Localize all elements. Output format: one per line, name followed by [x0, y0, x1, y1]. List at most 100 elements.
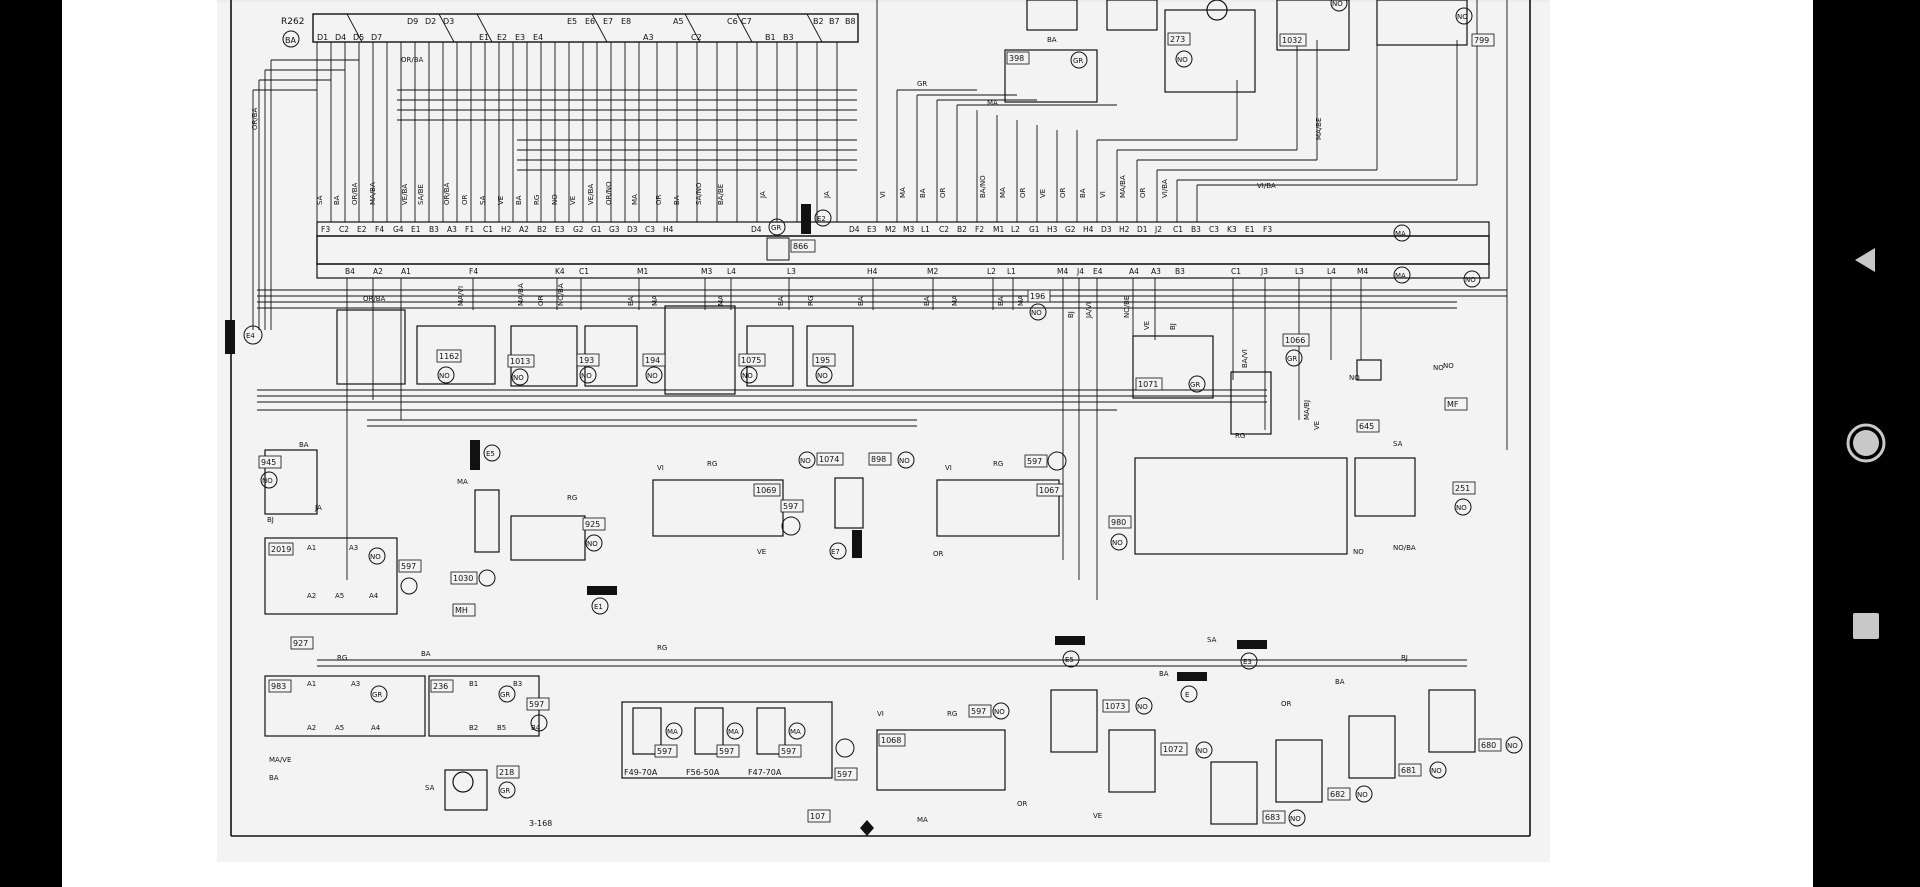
svg-text:MA: MA — [631, 194, 639, 205]
svg-text:GR: GR — [500, 691, 510, 699]
right-margin — [1550, 0, 1813, 887]
svg-text:F3: F3 — [321, 225, 330, 234]
svg-text:MA: MA — [1395, 272, 1406, 280]
svg-text:VI: VI — [879, 191, 887, 198]
svg-text:E5: E5 — [1065, 656, 1074, 664]
svg-text:H4: H4 — [663, 225, 674, 234]
upper-wire-labels: SA BA OR/BA MA/BA VE/BA SA/BE OR/BA OR S… — [251, 56, 998, 205]
svg-text:VE/BA: VE/BA — [587, 184, 595, 205]
svg-text:B8: B8 — [845, 17, 856, 26]
svg-text:E2: E2 — [497, 33, 507, 42]
svg-text:NO: NO — [1465, 276, 1476, 284]
svg-text:VE: VE — [1313, 421, 1321, 430]
svg-text:GR: GR — [1287, 355, 1297, 363]
svg-text:C1: C1 — [483, 225, 493, 234]
home-button[interactable] — [1831, 408, 1901, 478]
svg-text:E6: E6 — [585, 17, 595, 26]
svg-text:G2: G2 — [573, 225, 584, 234]
svg-text:OR: OR — [933, 550, 944, 558]
svg-text:C1: C1 — [1231, 267, 1241, 276]
svg-text:C3: C3 — [645, 225, 655, 234]
svg-text:NO: NO — [742, 372, 753, 380]
svg-text:BA: BA — [857, 296, 865, 306]
svg-text:980: 980 — [1111, 518, 1126, 527]
svg-text:C2: C2 — [939, 225, 949, 234]
svg-text:JA/VI: JA/VI — [1085, 302, 1093, 319]
svg-text:NO: NO — [1332, 0, 1343, 8]
svg-text:1030: 1030 — [453, 574, 473, 583]
svg-text:B3: B3 — [1175, 267, 1185, 276]
top-strip — [217, 0, 1550, 2]
svg-text:RG: RG — [1235, 432, 1245, 440]
svg-text:597: 597 — [657, 747, 672, 756]
diagram-frame — [230, 0, 1531, 837]
diagram-viewer[interactable] — [217, 0, 1550, 862]
svg-text:597: 597 — [719, 747, 734, 756]
svg-text:BJ: BJ — [267, 516, 274, 524]
svg-text:NO: NO — [817, 372, 828, 380]
svg-text:E2: E2 — [357, 225, 367, 234]
svg-text:C3: C3 — [1209, 225, 1219, 234]
svg-text:NO: NO — [581, 372, 592, 380]
svg-text:L4: L4 — [1327, 267, 1336, 276]
svg-text:BA: BA — [1079, 188, 1087, 198]
svg-text:OR/BA: OR/BA — [251, 107, 259, 130]
svg-text:VI/BA: VI/BA — [1257, 182, 1276, 190]
svg-text:NO/BA: NO/BA — [557, 283, 565, 306]
svg-text:A5: A5 — [673, 17, 684, 26]
svg-text:NO: NO — [800, 457, 811, 465]
svg-text:G2: G2 — [1065, 225, 1076, 234]
svg-text:F4: F4 — [469, 267, 478, 276]
top-right-labels: 398 273 1032 799 GR NO NO NO BA — [1006, 0, 1495, 69]
back-button[interactable] — [1831, 225, 1901, 295]
svg-text:NO: NO — [647, 372, 658, 380]
svg-text:E7: E7 — [603, 17, 613, 26]
svg-text:MA/VE: MA/VE — [269, 756, 291, 764]
svg-text:NO: NO — [1031, 309, 1042, 317]
svg-text:D1: D1 — [1137, 225, 1148, 234]
svg-text:OR/BA: OR/BA — [363, 295, 386, 303]
svg-text:F49-70A: F49-70A — [624, 768, 658, 777]
svg-text:E1: E1 — [594, 603, 603, 611]
svg-text:BA: BA — [777, 296, 785, 306]
svg-text:799: 799 — [1474, 36, 1489, 45]
brand-logo-icon — [860, 820, 874, 836]
svg-text:BA: BA — [627, 296, 635, 306]
left-black-bar — [0, 0, 62, 887]
svg-text:B3: B3 — [429, 225, 439, 234]
svg-text:F4: F4 — [375, 225, 384, 234]
svg-text:B3: B3 — [1191, 225, 1201, 234]
svg-text:236: 236 — [433, 682, 448, 691]
svg-text:BA: BA — [1047, 36, 1057, 44]
svg-text:RG: RG — [707, 460, 717, 468]
svg-text:BA: BA — [673, 195, 681, 205]
svg-text:NO: NO — [1456, 504, 1467, 512]
svg-text:OR: OR — [939, 187, 947, 198]
svg-text:597: 597 — [529, 700, 544, 709]
svg-text:B2: B2 — [813, 17, 824, 26]
svg-text:NO: NO — [1457, 13, 1468, 21]
svg-text:E2: E2 — [817, 215, 826, 223]
svg-text:107: 107 — [810, 812, 825, 821]
svg-text:MA: MA — [917, 816, 928, 824]
svg-text:B5: B5 — [497, 724, 506, 732]
svg-text:L3: L3 — [787, 267, 796, 276]
svg-text:D9: D9 — [407, 17, 418, 26]
svg-text:NO: NO — [1353, 548, 1364, 556]
fuse-labels: F49-70A F56-50A F47-70A MA MA MA 597 597… — [529, 697, 1523, 828]
svg-text:194: 194 — [645, 356, 660, 365]
svg-text:F2: F2 — [975, 225, 984, 234]
svg-text:VE/BA: VE/BA — [401, 184, 409, 205]
recent-apps-button[interactable] — [1831, 591, 1901, 661]
svg-text:E4: E4 — [1093, 267, 1103, 276]
svg-text:218: 218 — [499, 768, 514, 777]
home-circle-icon — [1846, 423, 1886, 463]
top-wire-bundle — [252, 42, 857, 330]
svg-text:OR: OR — [1059, 187, 1067, 198]
svg-text:A1: A1 — [307, 680, 316, 688]
svg-text:VE: VE — [1093, 812, 1102, 820]
svg-text:M1: M1 — [993, 225, 1004, 234]
svg-text:H4: H4 — [1083, 225, 1094, 234]
svg-text:196: 196 — [1030, 292, 1045, 301]
